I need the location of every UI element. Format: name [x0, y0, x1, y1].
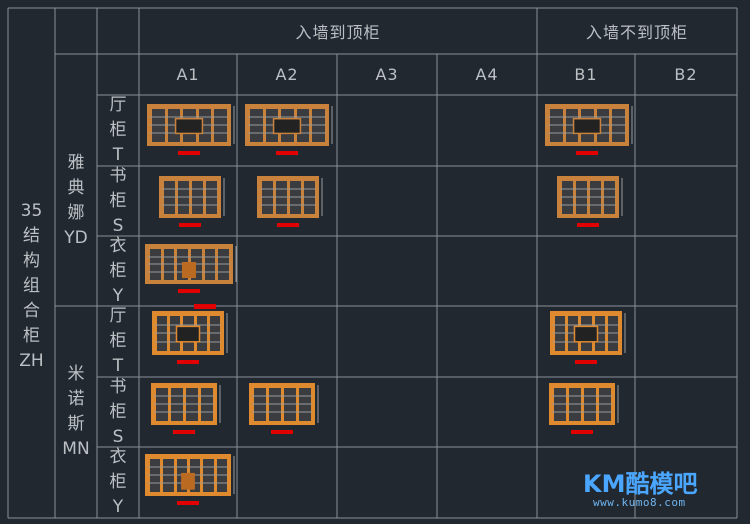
row-1-char-2: 柜 [109, 120, 127, 140]
series-1-char-1: 雅 [67, 152, 85, 173]
series-2-char-1: 米 [67, 364, 85, 384]
cabinet-label-bar [194, 304, 216, 309]
row-3-char-2: 柜 [109, 260, 127, 281]
row-3-char-1: 衣 [109, 235, 127, 256]
cabinet-label-bar [276, 151, 298, 155]
row-4-char-1: 厅 [109, 306, 127, 326]
cabinet-thumbnail[interactable] [257, 176, 325, 218]
cabinet-label-bar [177, 501, 199, 505]
left-title-line-6: 柜 [23, 325, 40, 346]
cabinet-thumbnail[interactable] [159, 176, 227, 218]
cabinet-thumbnail[interactable] [245, 104, 335, 146]
cabinet-thumbnail[interactable] [145, 454, 237, 496]
row-2-char-1: 书 [109, 165, 127, 186]
row-5-char-1: 书 [109, 376, 127, 397]
cabinet-thumbnail[interactable] [550, 311, 628, 355]
cabinet-label-bar [178, 289, 200, 293]
cabinet-thumbnail[interactable] [549, 383, 621, 425]
row-4-char-3: T [112, 356, 124, 376]
cabinet-thumbnail[interactable] [249, 383, 321, 425]
row-label-wardrobe-yd: 衣 柜 Y [97, 236, 139, 306]
series-1-char-3: 娜 [67, 202, 85, 223]
series-label-minuosi: 米 诺 斯 MN [55, 306, 97, 518]
row-5-char-2: 柜 [109, 401, 127, 422]
column-header-a4: A4 [475, 65, 499, 84]
row-6-char-3: Y [112, 497, 124, 517]
row-label-bookcase-yd: 书 柜 S [97, 166, 139, 236]
row-6-char-1: 衣 [109, 447, 127, 467]
cabinet-label-bar [173, 430, 195, 434]
row-3-char-3: Y [112, 285, 124, 306]
left-title-line-5: 合 [23, 300, 40, 321]
cabinet-label-bar [178, 151, 200, 155]
header-group-into-wall-not-full-height: 入墙不到顶柜 [585, 23, 688, 42]
row-label-bookcase-mn: 书 柜 S [97, 377, 139, 447]
header-group-into-wall-full-height: 入墙到顶柜 [295, 23, 381, 42]
cabinet-thumbnail[interactable] [147, 104, 237, 146]
cabinet-label-bar [575, 360, 597, 364]
cabinet-label-bar [271, 430, 293, 434]
row-2-char-3: S [112, 215, 124, 236]
series-label-yadianna: 雅 典 娜 YD [55, 95, 97, 306]
row-1-char-3: T [112, 145, 124, 165]
series-2-char-3: 斯 [67, 414, 85, 434]
cabinet-thumbnail[interactable] [151, 383, 223, 425]
row-2-char-2: 柜 [109, 190, 127, 211]
logo-text: KM酷模吧 [583, 470, 698, 498]
column-header-a1: A1 [176, 65, 200, 84]
column-header-a2: A2 [275, 65, 299, 84]
left-title-line-1: 35 [20, 200, 43, 221]
series-2-char-2: 诺 [67, 389, 85, 409]
cabinet-thumbnail[interactable] [545, 104, 635, 146]
logo-url: www.kumo8.com [593, 496, 686, 509]
cabinet-label-bar [179, 223, 201, 227]
cabinet-thumbnail[interactable] [557, 176, 625, 218]
row-label-hall-cabinet-mn: 厅 柜 T [97, 306, 139, 377]
left-title-line-2: 结 [23, 225, 40, 246]
cabinet-label-bar [177, 360, 199, 364]
row-label-hall-cabinet-yd: 厅 柜 T [97, 95, 139, 166]
column-header-b2: B2 [674, 65, 698, 84]
column-header-a3: A3 [375, 65, 399, 84]
series-1-char-4: YD [64, 227, 88, 248]
cabinet-thumbnail[interactable] [152, 311, 230, 355]
column-header-b1: B1 [574, 65, 598, 84]
cabinet-thumbnail[interactable] [145, 244, 239, 284]
left-title-line-3: 构 [23, 250, 40, 271]
cabinet-label-bar [277, 223, 299, 227]
row-5-char-3: S [112, 426, 124, 447]
left-title-line-7: ZH [19, 350, 44, 371]
left-title-line-4: 组 [23, 275, 40, 296]
row-4-char-2: 柜 [109, 331, 127, 351]
series-2-char-4: MN [62, 439, 90, 459]
row-label-wardrobe-mn: 衣 柜 Y [97, 447, 139, 518]
row-1-char-1: 厅 [109, 95, 127, 115]
cabinet-label-bar [576, 151, 598, 155]
kumo8-logo: KM酷模吧 www.kumo8.com [583, 464, 713, 512]
cabinet-label-bar [571, 430, 593, 434]
row-6-char-2: 柜 [109, 472, 127, 492]
cabinet-label-bar [577, 223, 599, 227]
series-1-char-2: 典 [67, 177, 85, 198]
left-title: 35 结 构 组 合 柜 ZH [8, 54, 55, 518]
